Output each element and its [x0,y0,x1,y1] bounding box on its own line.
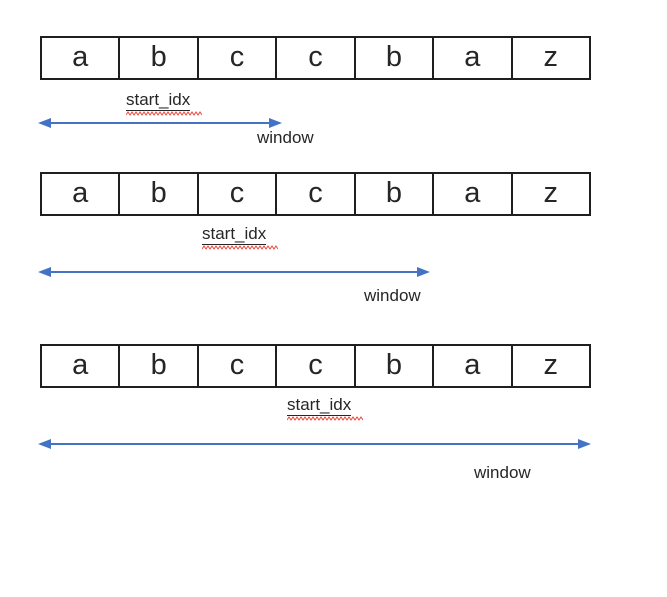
start-idx-label-3: start_idx [287,396,363,421]
arrow-shaft [51,270,417,273]
array-row-3: a b c c b a z [40,344,591,388]
window-span-arrow-2 [38,266,430,277]
array-cell: b [353,38,432,78]
array-cell: c [275,38,353,78]
array-cell: z [510,38,589,78]
array-cell: c [196,38,275,78]
window-label-2: window [364,286,421,305]
array-cell: c [196,174,275,214]
arrow-shaft [51,121,269,124]
arrowhead-left-icon [38,117,51,128]
arrowhead-left-icon [38,438,51,449]
start-idx-label-1: start_idx [126,91,202,116]
arrowhead-right-icon [417,266,430,277]
spellcheck-squiggle-icon [202,245,278,250]
array-cell: z [510,346,589,386]
array-cell: a [72,40,89,73]
array-cell: a [72,176,89,209]
array-cell: z [510,174,589,214]
window-label-3: window [474,463,531,482]
array-cell: b [118,174,196,214]
array-row-2: a b c c b a z [40,172,591,216]
array-cell: b [118,38,196,78]
array-cell: c [196,346,275,386]
array-cell: a [72,348,89,381]
spellcheck-squiggle-icon [126,111,202,116]
start-idx-text: start_idx [126,90,191,111]
array-cell: b [353,174,432,214]
window-span-arrow-3 [38,438,591,449]
start-idx-text: start_idx [202,224,267,245]
start-idx-label-2: start_idx [202,225,278,250]
array-cell: b [353,346,432,386]
array-row-1: a b c c b a z [40,36,591,80]
start-idx-text: start_idx [287,395,352,416]
array-cell: a [432,346,510,386]
array-cell: c [275,346,353,386]
array-cell: c [275,174,353,214]
window-span-arrow-1 [38,117,282,128]
arrowhead-right-icon [269,117,282,128]
spellcheck-squiggle-icon [287,416,363,421]
arrowhead-right-icon [578,438,591,449]
arrow-shaft [51,442,578,445]
array-cell: a [432,38,510,78]
arrowhead-left-icon [38,266,51,277]
array-cell: b [118,346,196,386]
window-label-1: window [257,128,314,147]
array-cell: a [432,174,510,214]
